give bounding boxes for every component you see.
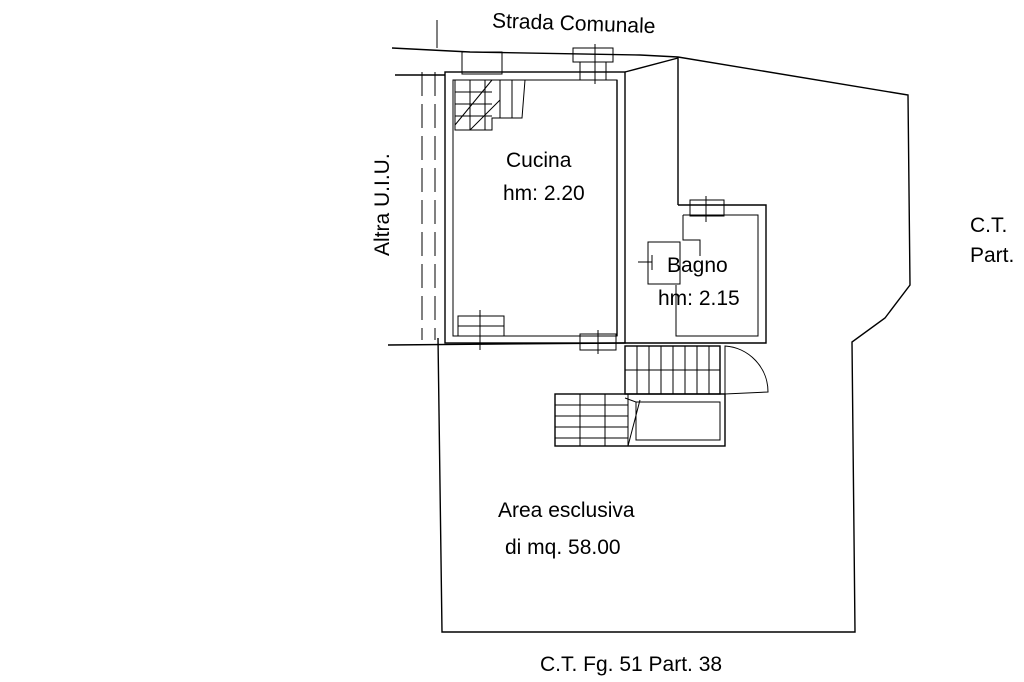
parcel-boundary xyxy=(387,47,911,633)
external-stair xyxy=(554,345,769,447)
area-size: di mq. 58.00 xyxy=(505,536,621,559)
kitchen-height: hm: 2.20 xyxy=(503,182,585,205)
left-dashed-wall xyxy=(421,20,438,340)
left-neighbor-label: Altra U.I.U. xyxy=(371,153,394,256)
kitchen-bottom-openings xyxy=(457,310,617,354)
bottom-neighbor-label: C.T. Fg. 51 Part. 38 xyxy=(540,653,722,676)
area-name: Area esclusiva xyxy=(498,499,635,522)
bathroom-name: Bagno xyxy=(667,254,728,277)
right-neighbor-label-2: Part. xyxy=(970,244,1014,267)
street-label: Strada Comunale xyxy=(492,9,656,38)
bathroom-walls xyxy=(625,196,767,344)
bathroom-height: hm: 2.15 xyxy=(658,287,740,310)
kitchen-name: Cucina xyxy=(506,149,572,172)
right-neighbor-label-1: C.T. xyxy=(970,214,1007,237)
kitchen-stair xyxy=(454,51,526,131)
kitchen-walls xyxy=(444,57,679,344)
top-window xyxy=(572,44,614,84)
